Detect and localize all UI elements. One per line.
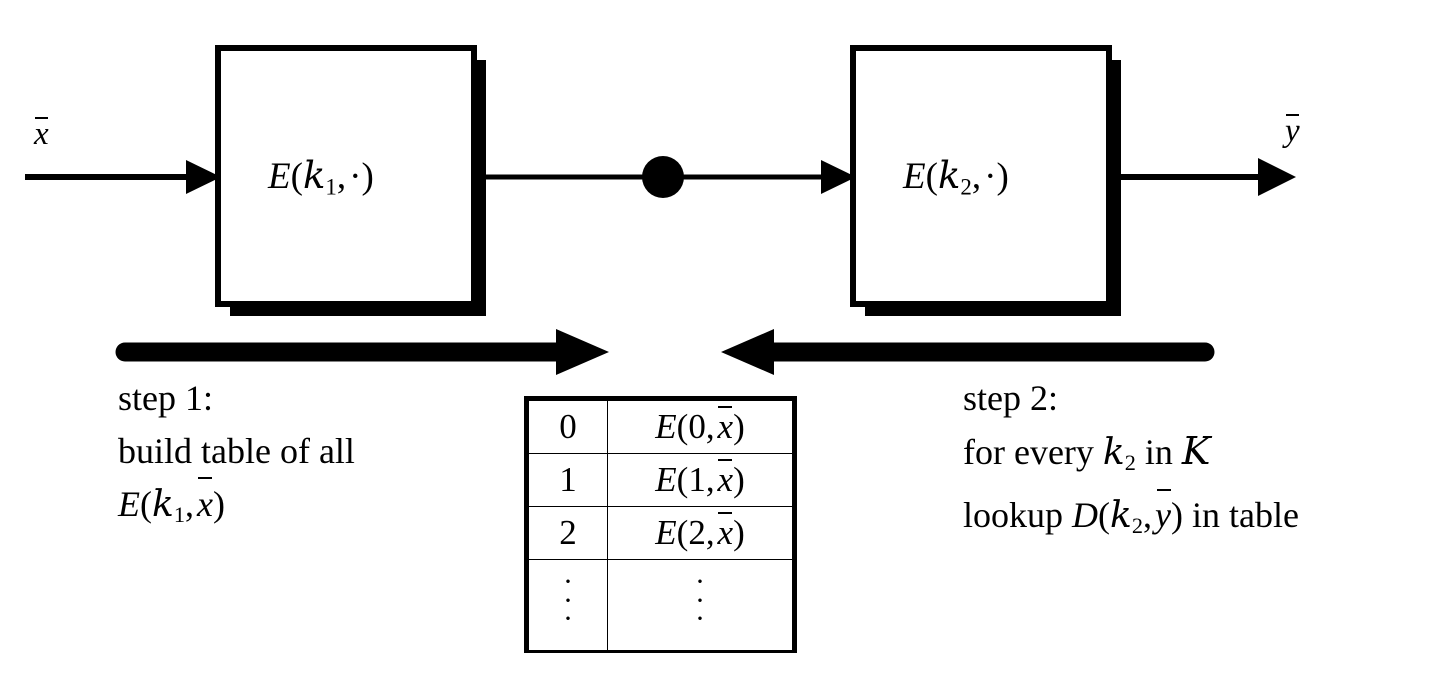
precomputed-lookup-table[interactable]: 0 E(0, x) 1 E(1, x) 2 E(2, x) ··· ···	[524, 396, 797, 653]
kappa-icon: k	[937, 154, 961, 197]
encrypt-2-fn: E	[903, 156, 926, 197]
key-space-symbol: K	[1181, 429, 1211, 473]
encrypt-2-open-paren: (	[925, 156, 938, 197]
output-arrowhead-icon	[1258, 158, 1296, 196]
encrypt-1-open-paren: (	[290, 156, 303, 197]
table-cell-value: E(2, x)	[607, 506, 792, 560]
step-2-caption: step 2: for every k2 in K lookup D(k2, y…	[963, 372, 1299, 552]
encrypt-1-subscript: 1	[325, 174, 337, 200]
kappa-icon: k	[1102, 432, 1125, 473]
step-2-arrowhead-icon	[721, 329, 774, 375]
step-1-title: step 1:	[118, 378, 213, 418]
table-row[interactable]: 0 E(0, x)	[529, 401, 792, 454]
step-2-expr-post: in table	[1192, 495, 1299, 536]
step-2-expr-fn: D	[1072, 495, 1099, 536]
output-label: y	[1285, 113, 1300, 149]
step-1-expr-fn: E	[118, 484, 140, 524]
intermediate-tap-dot-icon	[642, 156, 684, 198]
step-2-expression: lookup D(k2, y) in table	[963, 488, 1299, 552]
encrypt-1-comma: ,	[336, 156, 350, 197]
middle-arrowhead-icon	[821, 160, 856, 194]
step-2-expr-arg-overbar-icon: y	[1155, 488, 1171, 542]
step-1-expr-arg-overbar-icon: x	[197, 476, 213, 531]
encrypt-1-label: E(k1, ·)	[268, 157, 374, 199]
encrypt-1-close-paren: )	[361, 156, 374, 197]
output-label-overbar-icon: y	[1285, 113, 1300, 149]
step-2-desc-pre: for every	[963, 432, 1094, 472]
step-1-expression: E(k1, x)	[118, 476, 355, 541]
input-arrowhead-icon	[186, 160, 221, 194]
encrypt-2-close-paren: )	[996, 156, 1009, 197]
table-row[interactable]: 1 E(1, x)	[529, 453, 792, 507]
kappa-icon: k	[302, 154, 326, 197]
table-cell-key: 1	[529, 453, 608, 507]
table-cell-key: 2	[529, 506, 608, 560]
encrypt-2-label: E(k2, ·)	[903, 157, 1009, 199]
table-cell-value: E(1, x)	[607, 453, 792, 507]
value-arg-overbar-icon: x	[717, 511, 734, 552]
step-1-caption: step 1: build table of all E(k1, x)	[118, 372, 355, 541]
vertical-dots-icon: ···	[563, 564, 573, 636]
encrypt-2-comma: ,	[971, 156, 985, 197]
encrypt-1-fn: E	[268, 156, 291, 197]
encrypt-1-arg: ·	[349, 156, 362, 197]
vertical-dots-icon: ···	[695, 564, 705, 636]
input-label-overbar-icon: x	[34, 116, 49, 152]
step-2-description: for every k2 in K	[963, 425, 1299, 489]
encrypt-2-subscript: 2	[960, 174, 972, 200]
step-2-desc-subscript: 2	[1124, 450, 1136, 476]
table-cell-value-ellipsis: ···	[607, 559, 792, 650]
table-cell-key: 0	[529, 401, 608, 454]
step-1-description: build table of all	[118, 431, 355, 471]
step-2-title: step 2:	[963, 378, 1058, 418]
step-2-expr-subscript: 2	[1131, 513, 1143, 539]
value-arg-overbar-icon: x	[717, 458, 734, 499]
step-1-arrowhead-icon	[556, 329, 609, 375]
step-2-desc-mid: in	[1144, 432, 1173, 472]
encrypt-2-arg: ·	[984, 156, 997, 197]
table-row: ··· ···	[529, 559, 792, 650]
value-arg-overbar-icon: x	[717, 405, 734, 446]
kappa-icon: k	[1110, 495, 1132, 537]
encrypt-1-box[interactable]	[215, 45, 477, 307]
step-2-expr-pre: lookup	[963, 495, 1064, 536]
table-cell-value: E(0, x)	[607, 401, 792, 454]
step-1-expr-subscript: 1	[173, 502, 185, 528]
kappa-icon: k	[152, 484, 174, 525]
table-row[interactable]: 2 E(2, x)	[529, 506, 792, 560]
input-label: x	[34, 116, 49, 152]
table-cell-key-ellipsis: ···	[529, 559, 608, 650]
lookup-table-grid: 0 E(0, x) 1 E(1, x) 2 E(2, x) ··· ···	[529, 401, 792, 650]
